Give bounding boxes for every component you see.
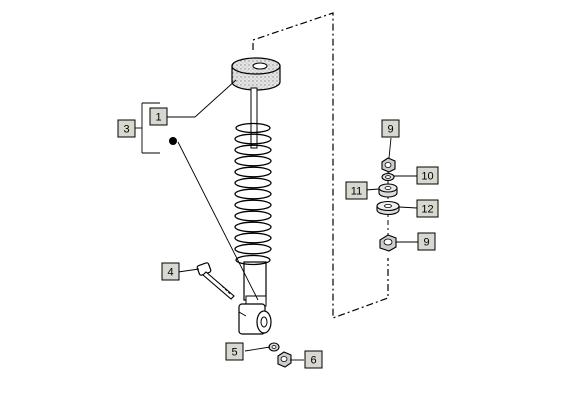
callout-3-label: 3 (123, 124, 129, 136)
callout-9-bottom: 9 (417, 232, 436, 251)
callout-4-label: 4 (167, 267, 173, 279)
callout-1: 1 (149, 107, 168, 126)
callout-6: 6 (304, 350, 323, 369)
callout-5-label: 5 (231, 347, 237, 359)
callout-9-top-label: 9 (387, 124, 393, 136)
callout-6-label: 6 (310, 355, 316, 367)
lower-washer (268, 342, 280, 352)
callout-9-top: 9 (381, 119, 400, 138)
bump-stop (231, 57, 281, 91)
coil-spring (234, 122, 272, 266)
lower-mount-nut (379, 234, 397, 252)
callout-12-label: 12 (421, 204, 433, 216)
callout-10: 10 (416, 166, 439, 185)
leader-lines (135, 79, 418, 361)
callout-5: 5 (225, 342, 244, 361)
callout-1-label: 1 (155, 112, 161, 124)
callout-12: 12 (416, 199, 439, 218)
assembly-marker-dot (169, 137, 177, 145)
large-washer (376, 200, 400, 216)
callout-3: 3 (117, 119, 136, 138)
callout-9-bottom-label: 9 (423, 237, 429, 249)
shock-body (238, 261, 272, 335)
lower-nut (277, 351, 292, 368)
callout-11-label: 11 (351, 186, 362, 198)
callout-4: 4 (161, 262, 180, 281)
rubber-bushing (378, 183, 398, 198)
assembly-dash-line (252, 12, 389, 319)
upper-nut (381, 157, 396, 173)
small-washer (381, 172, 395, 182)
mounting-bolt (196, 262, 235, 300)
callout-11: 11 (345, 181, 368, 200)
callout-10-label: 10 (421, 171, 433, 183)
piston-rod (250, 87, 258, 149)
